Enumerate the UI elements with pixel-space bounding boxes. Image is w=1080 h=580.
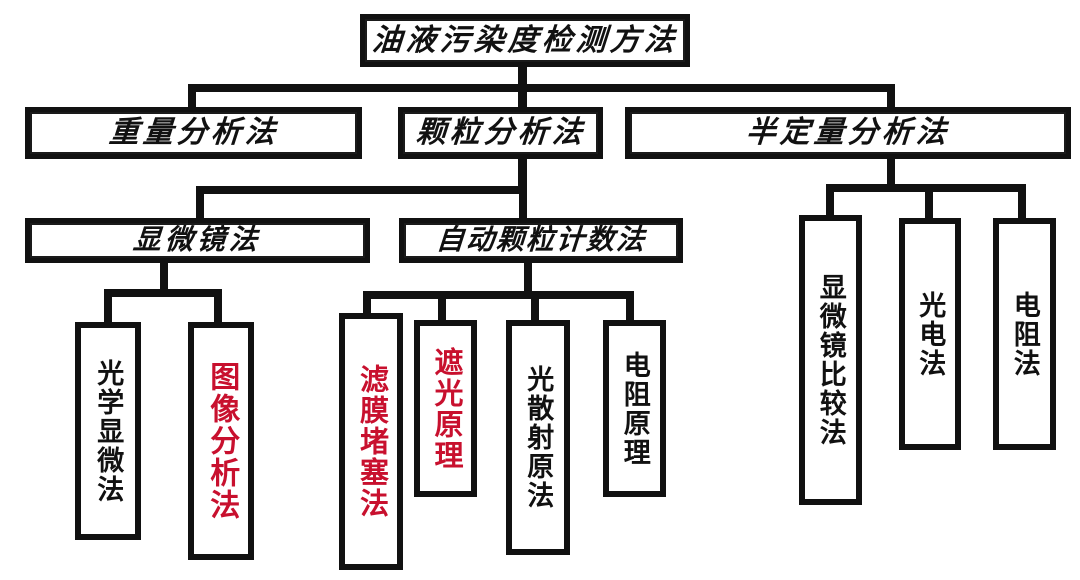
node-image-analysis-inner: 图像分析法 xyxy=(194,328,248,554)
node-microscopy-method[interactable]: 显微镜法 xyxy=(25,218,370,263)
node-resistance-method-label: 电阻法 xyxy=(1009,290,1040,378)
node-light-blocking-principle-label: 遮光原理 xyxy=(430,346,463,471)
connector-drop-weight xyxy=(188,84,196,108)
node-microscopy-method-label: 显微镜法 xyxy=(132,224,263,256)
connector-root-stem xyxy=(518,66,527,88)
node-resistance-principle-inner: 电阻原理 xyxy=(609,326,660,491)
node-light-scattering-principle[interactable]: 光散射原法 xyxy=(506,320,570,555)
node-resistance-principle-label: 电阻原理 xyxy=(619,350,650,467)
node-membrane-blockage[interactable]: 滤膜堵塞法 xyxy=(339,313,403,570)
node-semiquantitative-analysis-label: 半定量分析法 xyxy=(744,116,952,149)
connector-drop-microscope xyxy=(196,186,204,218)
node-optical-microscopy[interactable]: 光学显微法 xyxy=(75,322,141,540)
connector-drop-photoelectric xyxy=(925,184,933,218)
connector-microscope-bus xyxy=(104,289,222,297)
node-root[interactable]: 油液污染度检测方法 xyxy=(360,14,690,67)
node-microscope-comparison-inner: 显微镜比较法 xyxy=(805,221,856,499)
node-image-analysis[interactable]: 图像分析法 xyxy=(188,322,254,560)
node-root-inner: 油液污染度检测方法 xyxy=(365,19,685,62)
node-light-scattering-principle-label: 光散射原法 xyxy=(523,365,554,510)
node-membrane-blockage-inner: 滤膜堵塞法 xyxy=(345,319,397,564)
node-automatic-particle-counting[interactable]: 自动颗粒计数法 xyxy=(399,218,683,263)
node-particle-analysis-inner: 颗粒分析法 xyxy=(403,112,598,154)
node-light-blocking-principle[interactable]: 遮光原理 xyxy=(414,320,477,497)
connector-microscope-stem xyxy=(160,258,168,292)
node-membrane-blockage-label: 滤膜堵塞法 xyxy=(355,364,388,519)
connector-drop-particle xyxy=(518,84,527,108)
node-photoelectric-method[interactable]: 光电法 xyxy=(899,218,961,450)
connector-semiquant-stem xyxy=(887,158,895,190)
node-microscope-comparison[interactable]: 显微镜比较法 xyxy=(799,215,862,505)
connector-drop-microscope-compare xyxy=(826,184,834,216)
node-resistance-method-inner: 电阻法 xyxy=(999,224,1050,444)
node-image-analysis-label: 图像分析法 xyxy=(205,361,239,521)
connector-autocounter-bus xyxy=(363,291,634,299)
node-microscope-comparison-label: 显微镜比较法 xyxy=(815,273,846,447)
connector-drop-resistance-method xyxy=(1018,184,1026,218)
node-light-blocking-principle-inner: 遮光原理 xyxy=(420,326,471,491)
connector-particle-stem xyxy=(518,158,527,192)
node-light-scattering-principle-inner: 光散射原法 xyxy=(512,326,564,549)
node-particle-analysis[interactable]: 颗粒分析法 xyxy=(398,107,603,159)
node-optical-microscopy-inner: 光学显微法 xyxy=(81,328,135,534)
node-resistance-principle[interactable]: 电阻原理 xyxy=(603,320,666,497)
node-gravimetric-analysis-inner: 重量分析法 xyxy=(30,112,357,154)
node-particle-analysis-label: 颗粒分析法 xyxy=(414,116,587,149)
node-gravimetric-analysis[interactable]: 重量分析法 xyxy=(25,107,362,159)
node-photoelectric-method-label: 光电法 xyxy=(915,290,946,378)
connector-drop-optical-microscope xyxy=(104,289,112,323)
connector-level2-bus xyxy=(188,84,895,92)
node-automatic-particle-counting-inner: 自动颗粒计数法 xyxy=(404,223,678,258)
connector-drop-resistance-principle xyxy=(626,291,634,321)
node-photoelectric-method-inner: 光电法 xyxy=(905,224,955,444)
node-automatic-particle-counting-label: 自动颗粒计数法 xyxy=(434,224,648,256)
connector-drop-light-scatter xyxy=(531,291,539,321)
connector-level3-bus xyxy=(196,186,527,194)
connector-drop-image-analysis xyxy=(214,289,222,323)
node-resistance-method[interactable]: 电阻法 xyxy=(993,218,1056,450)
connector-autocounter-stem xyxy=(524,262,532,296)
connector-drop-semiquant xyxy=(887,84,895,108)
node-microscopy-method-inner: 显微镜法 xyxy=(30,223,365,258)
node-semiquantitative-analysis[interactable]: 半定量分析法 xyxy=(625,107,1071,159)
connector-drop-membrane-block xyxy=(363,291,371,315)
node-semiquantitative-analysis-inner: 半定量分析法 xyxy=(630,112,1066,154)
connector-drop-light-block xyxy=(438,291,446,321)
connector-drop-autocounter xyxy=(519,186,527,218)
node-root-label: 油液污染度检测方法 xyxy=(370,23,680,57)
node-gravimetric-analysis-label: 重量分析法 xyxy=(107,116,280,149)
node-optical-microscopy-label: 光学显微法 xyxy=(93,358,124,504)
